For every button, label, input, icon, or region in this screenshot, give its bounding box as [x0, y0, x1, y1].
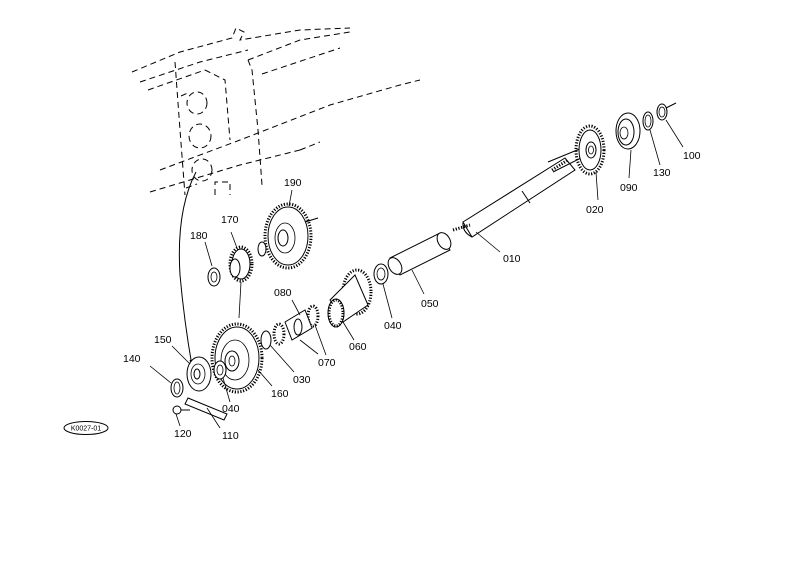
part-label-130: 130	[653, 167, 671, 179]
part-label-030: 030	[293, 374, 311, 386]
part-label-090: 090	[620, 182, 638, 194]
ring-100	[656, 103, 668, 121]
gear-160	[210, 322, 264, 394]
leader-lines	[149, 119, 684, 429]
bolt-120	[172, 405, 190, 415]
ring-140	[170, 378, 184, 398]
part-label-060: 060	[349, 341, 367, 353]
part-label-120: 120	[174, 428, 192, 440]
part-label-190: 190	[284, 177, 302, 189]
main-shaft	[452, 102, 677, 238]
bearing-150	[186, 356, 212, 392]
part-label-100: 100	[683, 150, 701, 162]
ring-190-small	[257, 241, 267, 257]
part-label-020: 020	[586, 204, 604, 216]
spline-bushings-070	[272, 304, 320, 346]
washer-040-lower	[213, 360, 227, 380]
sleeve	[387, 232, 452, 276]
lock-plate-110	[184, 397, 228, 421]
part-label-080: 080	[274, 287, 292, 299]
ring-030	[260, 330, 272, 350]
drawing-code-badge: K0027-01	[63, 421, 109, 435]
part-label-150: 150	[154, 334, 172, 346]
part-label-040-lower: 040	[222, 403, 240, 415]
gear-060	[327, 268, 373, 328]
gear-190	[263, 202, 319, 270]
ring-130	[642, 111, 654, 131]
gear-020	[574, 124, 606, 176]
part-label-070: 070	[318, 357, 336, 369]
part-label-160: 160	[271, 388, 289, 400]
part-label-170: 170	[221, 214, 239, 226]
part-label-140: 140	[123, 353, 141, 365]
gear-170	[228, 245, 254, 283]
bearing-090	[615, 112, 641, 150]
washer-040-upper	[373, 263, 389, 285]
transmission-housing-outline	[131, 27, 421, 367]
washer-180	[207, 267, 221, 287]
part-label-180: 180	[190, 230, 208, 242]
part-label-040-upper: 040	[384, 320, 402, 332]
part-label-010: 010	[503, 253, 521, 265]
part-label-110: 110	[222, 430, 239, 442]
drawing-code: K0027-01	[71, 426, 101, 433]
part-labels: 010 020 030 040 040 050 060 070 080 090 …	[123, 150, 701, 442]
part-label-050: 050	[421, 298, 439, 310]
